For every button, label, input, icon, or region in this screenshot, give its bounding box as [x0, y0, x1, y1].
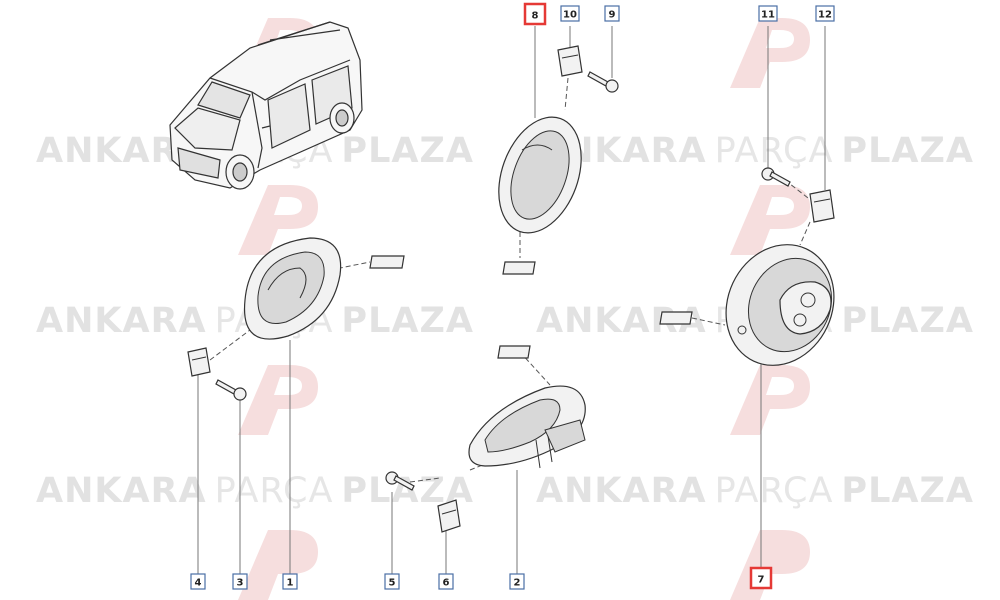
callout-4[interactable]: 4 [190, 573, 206, 590]
watermark-logo-icon [238, 530, 318, 600]
leader-lines [197, 26, 826, 574]
callouts: 1 2 3 4 5 6 7 8 [190, 2, 835, 590]
watermark-logo-icon [238, 365, 318, 435]
part-5-screw [385, 471, 415, 491]
callout-8[interactable]: 8 [523, 2, 547, 26]
part-9-screw [587, 71, 619, 93]
part-11-screw [761, 167, 791, 187]
part-7-door-handle-round [725, 244, 835, 366]
part-10-clip [557, 45, 583, 77]
callout-7[interactable]: 7 [749, 566, 773, 590]
watermark-logo-icon [730, 18, 810, 88]
watermark-logos [238, 18, 810, 600]
callout-2[interactable]: 2 [509, 573, 525, 590]
callout-1[interactable]: 1 [282, 573, 298, 590]
callout-3[interactable]: 3 [232, 573, 248, 590]
svg-text:8: 8 [532, 11, 539, 22]
svg-text:3: 3 [237, 578, 244, 589]
svg-text:2: 2 [514, 578, 521, 589]
vehicle-van-illustration [169, 21, 363, 190]
callout-6[interactable]: 6 [438, 573, 454, 590]
watermark-logo-icon [238, 185, 318, 255]
svg-text:10: 10 [563, 10, 577, 21]
part-6-clip [437, 499, 461, 533]
svg-text:1: 1 [287, 578, 294, 589]
part-4-clip [187, 347, 211, 377]
reference-tags [369, 255, 693, 359]
svg-text:9: 9 [609, 10, 616, 21]
part-8-handle-bezel-oval [498, 116, 582, 234]
part-3-screw [215, 379, 247, 401]
part-1-door-handle-bezel [243, 237, 342, 340]
svg-text:12: 12 [818, 10, 832, 21]
callout-9[interactable]: 9 [604, 5, 620, 22]
svg-text:5: 5 [389, 578, 396, 589]
callout-5[interactable]: 5 [384, 573, 400, 590]
svg-text:7: 7 [758, 575, 765, 586]
watermark-logo-icon [730, 365, 810, 435]
callout-11[interactable]: 11 [758, 5, 778, 22]
callout-10[interactable]: 10 [560, 5, 580, 22]
watermark-logo-icon [730, 530, 810, 600]
part-12-clip [809, 189, 835, 223]
svg-text:6: 6 [443, 578, 450, 589]
callout-12[interactable]: 12 [815, 5, 835, 22]
watermark-logo-icon [730, 185, 810, 255]
svg-text:4: 4 [195, 578, 202, 589]
svg-text:11: 11 [761, 10, 775, 21]
part-2-door-handle-assembly [468, 385, 586, 469]
